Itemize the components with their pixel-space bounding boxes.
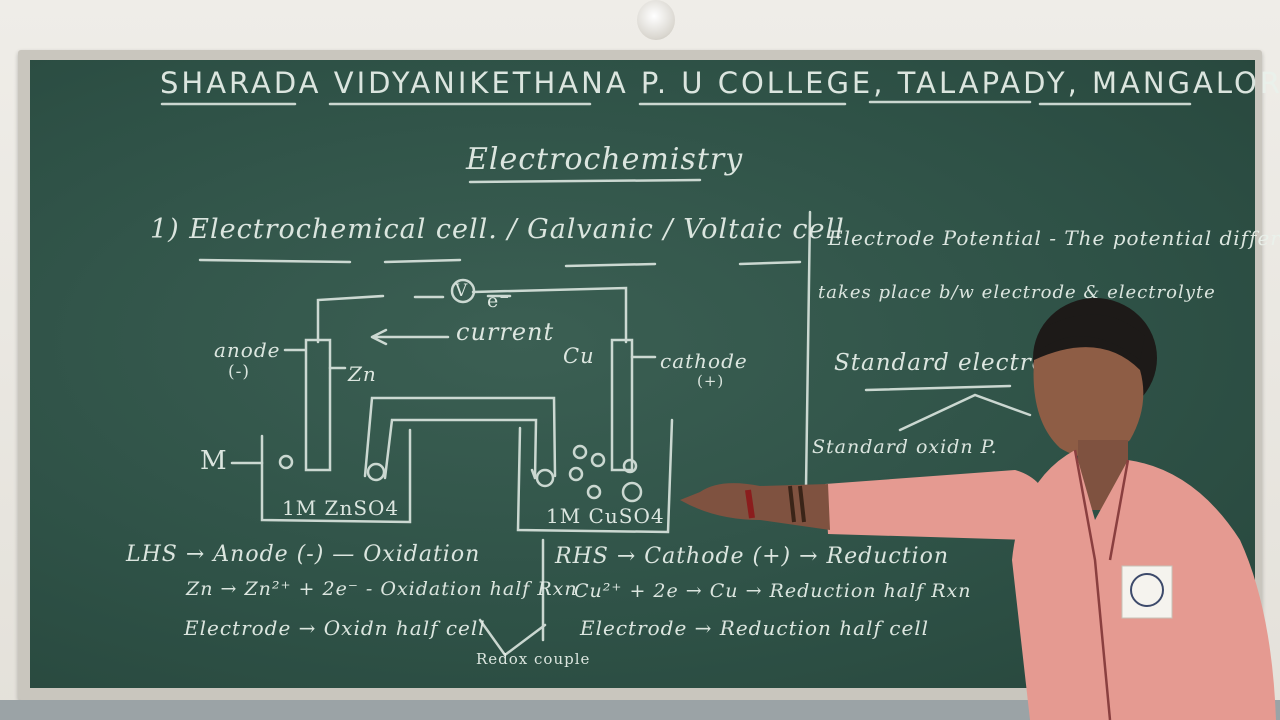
header-underline: [160, 100, 1192, 106]
redox-bracket: [478, 618, 547, 657]
forearm: [680, 483, 830, 530]
salt-bridge-outer: [363, 396, 557, 478]
right-beaker: [516, 418, 674, 534]
bridge-plug-right: [535, 468, 555, 488]
topic-underline: [468, 178, 702, 184]
right-wire: [471, 286, 628, 344]
right-panel-line-2: takes place b/w electrode & electrolyte: [818, 282, 1216, 303]
coat-sleeve: [825, 470, 1052, 540]
bridge-plug-left: [366, 462, 386, 482]
current-label: current: [456, 318, 555, 346]
cu-label: Cu: [563, 344, 595, 368]
bangles: [788, 485, 806, 523]
rhs-line-3: Electrode → Reduction half cell: [580, 616, 930, 640]
electron-arrow: [413, 294, 512, 299]
anode-sign: (-): [228, 362, 251, 382]
voltmeter-label: V: [455, 281, 469, 301]
left-solution-label: 1M ZnSO4: [282, 496, 400, 520]
right-panel-line-1: Electrode Potential - The potential diff…: [828, 226, 1280, 250]
left-wire: [316, 294, 385, 344]
right-solution-label: 1M CuSO4: [546, 504, 665, 528]
current-arrow: [370, 328, 450, 346]
m-label: M: [200, 446, 228, 476]
board-heading: 1) Electrochemical cell. / Galvanic / Vo…: [150, 214, 845, 245]
salt-bridge-inner: [383, 418, 538, 480]
zn-label: Zn: [348, 362, 377, 386]
board-divider: [804, 210, 812, 490]
cathode-label: cathode: [660, 349, 748, 373]
panel-underline: [864, 384, 1012, 392]
lhs-line-2: Zn → Zn²⁺ + 2e⁻ - Oxidation half Rxn: [186, 578, 578, 600]
rhs-line-2: Cu²⁺ + 2e → Cu → Reduction half Rxn: [574, 580, 972, 602]
right-panel-line-4: Standard oxidn P.: [812, 436, 998, 458]
voltmeter-circle: [450, 278, 476, 304]
board-topic: Electrochemistry: [466, 142, 744, 177]
floor-strip: [0, 700, 1280, 720]
ceiling-sensor: [637, 0, 675, 40]
zinc-electrode: [304, 338, 332, 472]
copper-electrode: [610, 338, 634, 472]
face: [1033, 347, 1144, 458]
heading-underline: [198, 258, 802, 268]
cathode-sign: (+): [697, 372, 725, 390]
electrode-pointers: [283, 348, 657, 370]
lhs-line-1: LHS → Anode (-) — Oxidation: [126, 542, 481, 567]
board-header: SHARADA VIDYANIKETHANA P. U COLLEGE, TAL…: [160, 66, 1280, 100]
left-beaker: [260, 428, 412, 524]
panel-branch: [898, 393, 1032, 432]
lhs-line-3: Electrode → Oxidn half cell: [184, 616, 486, 640]
anode-label: anode: [214, 338, 281, 362]
rhs-line-1: RHS → Cathode (+) → Reduction: [555, 544, 950, 569]
